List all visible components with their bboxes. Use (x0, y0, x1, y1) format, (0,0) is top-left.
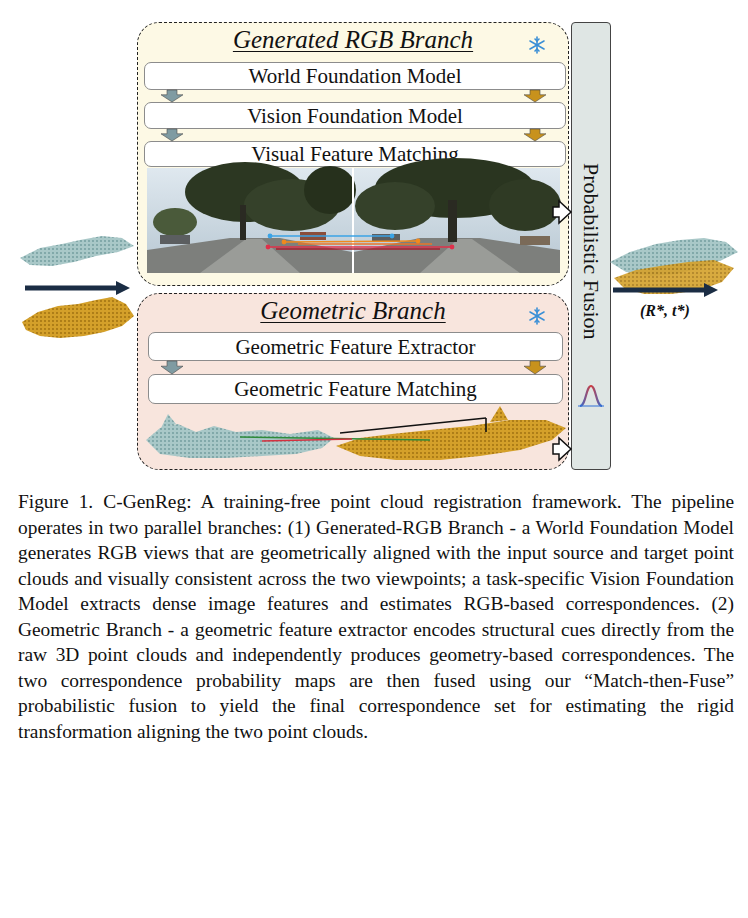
process-box: Geometric Feature Extractor (148, 332, 563, 361)
geometric-match-lines (240, 418, 486, 441)
rgb-view (147, 168, 352, 273)
generated-rgb-images (147, 158, 561, 273)
source-point-cloud (20, 236, 134, 266)
frozen-icon (530, 308, 544, 324)
branch-title: Generated RGB Branch (138, 25, 568, 55)
frozen-icon (530, 37, 544, 53)
process-label: Geometric Feature Extractor (235, 335, 475, 359)
fusion-input-arrow (553, 438, 571, 460)
flow-arrow (524, 361, 546, 374)
registered-point-cloud (610, 238, 738, 276)
process-box: Visual Feature Matching (144, 141, 566, 167)
gaussian-icon (578, 386, 604, 406)
fusion-label: Probabilistic Fusion (578, 163, 604, 340)
output-arrow (704, 283, 718, 297)
branch-band: Geometric BranchGeometric Feature Extrac… (137, 293, 569, 470)
output-arrow (613, 288, 706, 293)
target-point-cloud (22, 297, 134, 338)
flow-arrow (524, 129, 546, 141)
process-label: Visual Feature Matching (251, 142, 459, 166)
source-point-cloud (146, 424, 334, 458)
target-point-cloud (22, 297, 134, 338)
branch-title: Geometric Branch (138, 296, 568, 326)
process-label: World Foundation Model (249, 64, 462, 88)
process-box: World Foundation Model (144, 62, 566, 90)
branch-band: Generated RGB BranchWorld Foundation Mod… (137, 22, 569, 286)
figure-caption: Figure 1. C-GenReg: A training-free poin… (18, 489, 734, 744)
input-arrow (25, 281, 130, 295)
process-box: Geometric Feature Matching (148, 374, 563, 404)
registered-point-cloud (614, 260, 734, 294)
process-box: Vision Foundation Model (144, 102, 566, 129)
rgb-view (354, 168, 560, 273)
input-arrow (25, 286, 118, 291)
process-label: Geometric Feature Matching (234, 377, 477, 401)
flow-arrow (161, 129, 183, 141)
geometric-point-clouds (146, 406, 566, 460)
gaussian-icon (578, 406, 604, 407)
rgb-match-lines (268, 236, 452, 249)
transform-label: (R*, t*) (640, 302, 690, 320)
source-point-cloud (20, 236, 134, 266)
target-point-cloud (336, 420, 566, 460)
flow-arrow (524, 90, 546, 102)
input-arrow (116, 281, 130, 295)
fusion-input-arrow (553, 201, 571, 223)
registered-point-cloud (610, 238, 738, 294)
rgb-match-points (266, 234, 455, 250)
fusion-box: Probabilistic Fusion (571, 22, 611, 470)
gaussian-icon (580, 386, 602, 406)
process-label: Vision Foundation Model (247, 104, 463, 128)
flow-arrow (161, 361, 183, 374)
flow-arrow (161, 90, 183, 102)
output-arrow (613, 283, 718, 297)
